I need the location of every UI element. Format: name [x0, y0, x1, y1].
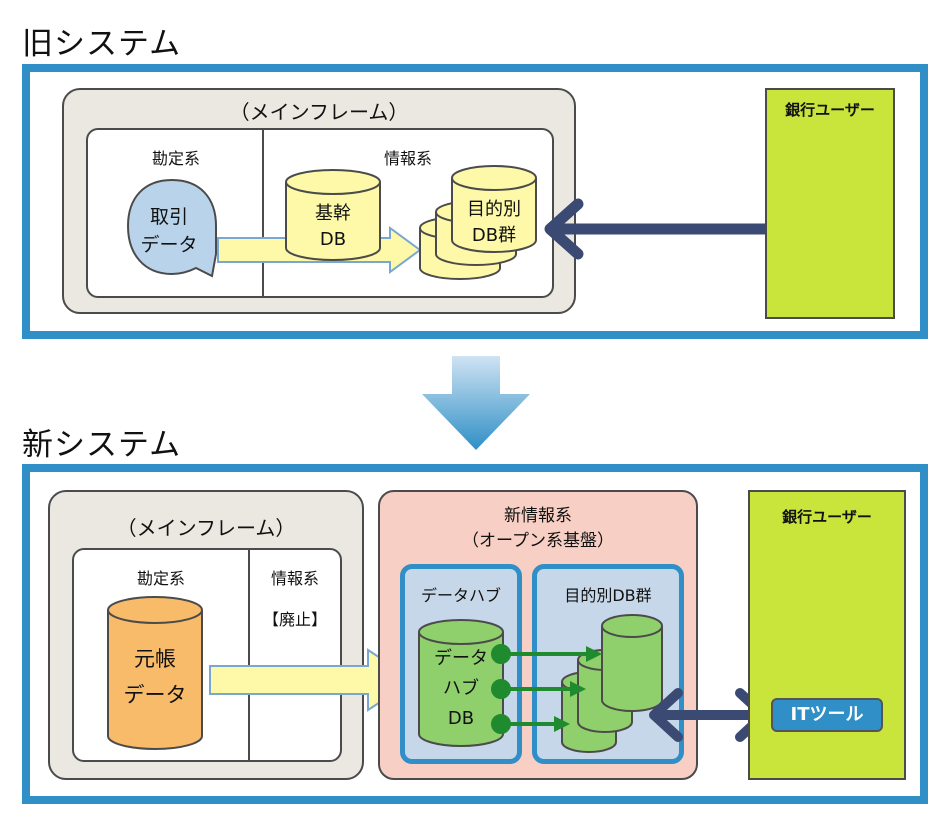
new-info-line2: （オープン系基盤） — [462, 531, 614, 551]
purpose-db-green-stack — [561, 614, 663, 753]
core-db-line1: 基幹 — [315, 203, 351, 224]
old-bank-user-box — [765, 88, 895, 319]
ledger-line1: 元帳 — [134, 647, 176, 671]
transaction-data-line2: データ — [140, 234, 198, 256]
core-db-cylinder — [285, 169, 381, 261]
old-accounting-label: 勘定系 — [151, 149, 200, 168]
ledger-line2: データ — [123, 683, 187, 707]
new-bank-user-box — [748, 490, 906, 780]
purpose-db-line1: 目的別 — [467, 199, 521, 220]
abolished-label: 【廃止】 — [262, 610, 327, 629]
core-db-line2: DB — [319, 229, 347, 250]
migration-down-arrow — [422, 356, 530, 450]
it-tool-button[interactable]: ITツール — [771, 698, 883, 732]
old-info-label: 情報系 — [383, 149, 432, 168]
data-hub-label: データハブ — [420, 586, 501, 605]
new-info-label: 情報系 — [270, 569, 319, 588]
old-mainframe-label: （メインフレーム） — [229, 100, 409, 124]
transaction-data-bubble — [126, 178, 217, 278]
old-system-title: 旧システム — [22, 26, 182, 62]
new-mainframe-label: （メインフレーム） — [116, 516, 296, 540]
transaction-data-line1: 取引 — [149, 206, 188, 228]
new-accounting-label: 勘定系 — [136, 569, 185, 588]
hub-db-line3: DB — [447, 708, 475, 729]
purpose-db-stack — [419, 165, 537, 280]
hub-db-line2: ハブ — [443, 678, 479, 699]
new-info-box — [248, 548, 342, 762]
new-bank-user-label: 銀行ユーザー — [782, 508, 872, 526]
hub-distribution-arrows — [491, 644, 602, 734]
purpose-db-line2: DB群 — [471, 225, 517, 246]
purpose-db-group-label: 目的別DB群 — [564, 586, 652, 605]
new-info-line1: 新情報系 — [504, 506, 572, 526]
old-bank-user-label: 銀行ユーザー — [785, 101, 875, 119]
new-system-title: 新システム — [22, 427, 182, 463]
ledger-data-cylinder — [107, 596, 203, 750]
data-hub-db-cylinder — [418, 619, 504, 747]
hub-db-line1: データ — [434, 648, 488, 669]
